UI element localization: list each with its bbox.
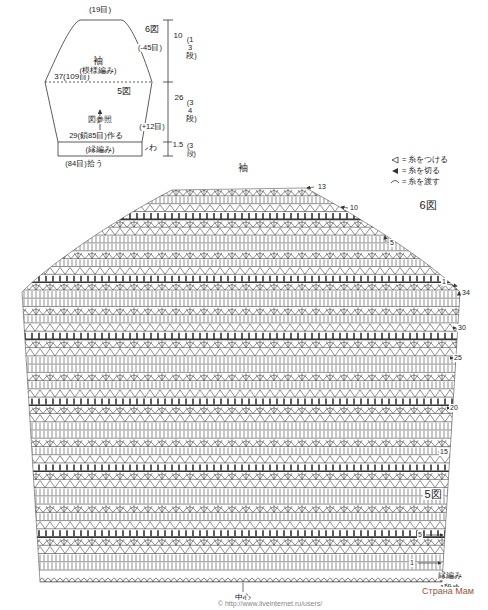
row-number: 20 xyxy=(449,404,459,412)
stitch-row xyxy=(15,448,470,455)
dimension: 1.5 xyxy=(172,141,184,149)
stitch-rows xyxy=(15,189,477,582)
pickup-note: (84目)拾う xyxy=(64,160,103,168)
row-marker xyxy=(459,292,460,293)
decrease-count: (-45目) xyxy=(137,44,163,52)
chart-ref: 6図 xyxy=(418,199,437,211)
stitch-row xyxy=(15,260,470,267)
row-count: (3段) xyxy=(187,142,194,157)
stitch-row xyxy=(15,189,477,196)
stitch-row xyxy=(15,390,475,397)
stitch-row xyxy=(15,489,470,496)
stitch-row xyxy=(15,373,477,380)
row-number: 34 xyxy=(461,289,471,297)
stitch-row xyxy=(15,324,475,331)
increase-count: (+12目) xyxy=(138,123,166,131)
stitch-row xyxy=(15,205,475,212)
row-marker xyxy=(418,563,441,564)
stitch-row xyxy=(15,357,470,364)
stitch-row xyxy=(15,456,475,463)
sleeve-schematic xyxy=(45,20,173,156)
row-marker xyxy=(385,236,386,242)
legend-entry: = 糸を切る xyxy=(401,167,441,175)
stitch-row xyxy=(15,213,470,219)
legend-symbols xyxy=(391,157,399,183)
row-count: (34段) xyxy=(186,99,194,124)
stitch-row xyxy=(15,220,477,227)
dimension: 26 xyxy=(174,94,185,103)
row-number: 1 xyxy=(409,559,415,567)
stitch-row xyxy=(15,505,477,512)
row-marker xyxy=(341,207,348,208)
stitch-row xyxy=(15,276,470,282)
row-number: 25 xyxy=(453,354,463,362)
stitch-row xyxy=(15,252,477,259)
stitch-row xyxy=(15,423,470,430)
stitch-name: (模様編み) xyxy=(79,67,118,75)
row-marker xyxy=(426,535,443,536)
stitch-count: (19目) xyxy=(88,6,112,15)
stitch-row xyxy=(15,399,470,406)
center-mark xyxy=(243,583,244,592)
chart-title: 袖 xyxy=(237,162,249,173)
legend-entry: = 糸を渡す xyxy=(401,178,441,186)
edging-label: 縁編み xyxy=(437,572,463,580)
row-marker xyxy=(307,187,314,188)
stitch-row xyxy=(15,530,470,537)
chart-ref: 5図 xyxy=(423,488,442,500)
stitch-row xyxy=(15,497,470,504)
stitch-row xyxy=(15,513,470,520)
stitch-row xyxy=(15,546,475,553)
stitch-row xyxy=(15,236,470,243)
stitch-row xyxy=(15,431,470,438)
row-marker xyxy=(455,328,456,329)
note: 図参照 xyxy=(87,116,113,124)
part-name: 袖 xyxy=(92,55,104,66)
chart-ref: 6図 xyxy=(144,25,160,35)
stitch-row xyxy=(15,480,475,487)
stitch-row xyxy=(15,308,477,315)
stitch-row xyxy=(15,197,470,204)
legend-entry: = 糸をつける xyxy=(401,156,449,164)
watermark: © http://www.liveinternet.ru/users/ xyxy=(217,600,323,608)
stitch-row xyxy=(15,538,477,545)
watermark-logo: Страна Мам xyxy=(421,587,475,597)
row-number: 13 xyxy=(317,183,327,191)
stitch-row xyxy=(15,555,470,562)
stitch-row xyxy=(15,316,470,323)
stitch-row xyxy=(15,464,470,471)
stitch-row xyxy=(15,299,470,306)
row-number: 30 xyxy=(457,324,467,332)
stitch-row xyxy=(15,522,475,529)
row-number: 5 xyxy=(417,531,423,539)
stitch-name: (縁編み) xyxy=(85,146,116,154)
stitch-row xyxy=(15,349,475,356)
stitch-row xyxy=(15,283,477,290)
stitch-row xyxy=(15,268,475,275)
stitch-row xyxy=(15,244,470,251)
stitch-row xyxy=(15,333,470,340)
stitch-row xyxy=(15,291,470,298)
stitch-row xyxy=(15,472,477,479)
stitch-row xyxy=(15,365,470,372)
stitch-row xyxy=(15,406,477,413)
stitch-row xyxy=(15,439,477,446)
row-number: 1 xyxy=(441,278,447,286)
stitch-row xyxy=(15,228,475,235)
row-count: (13段) xyxy=(186,36,194,61)
row-markers xyxy=(307,187,459,563)
row-number: 10 xyxy=(349,204,359,212)
stitch-row xyxy=(15,563,470,570)
edging-row xyxy=(15,578,471,582)
stitch-row xyxy=(15,382,470,389)
stitch-row xyxy=(15,415,475,422)
row-number: 5 xyxy=(389,239,395,247)
stitch-row xyxy=(15,340,477,347)
round-note: わ xyxy=(148,144,158,152)
foundation-note: 29(鎖85目)作る xyxy=(68,132,124,140)
chart-ref: 5図 xyxy=(116,87,132,96)
dimension: 10 xyxy=(173,32,184,41)
row-number: 15 xyxy=(439,448,449,456)
